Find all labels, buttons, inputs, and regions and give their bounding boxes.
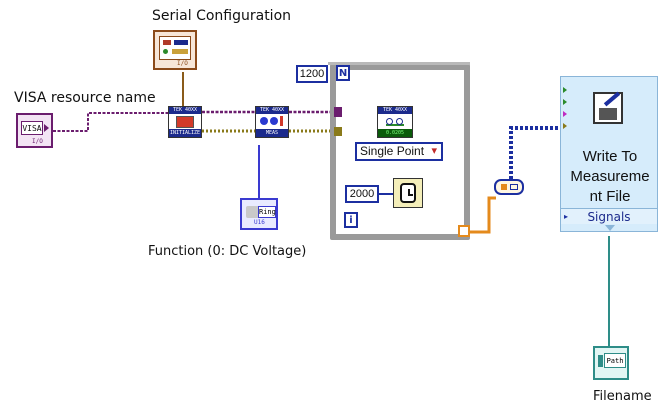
probe-icon	[260, 117, 268, 125]
wait-ms-wire	[379, 193, 393, 195]
watch-icon	[400, 183, 416, 203]
tek40xx-read-vi[interactable]: TEK 40XX 0.0205	[377, 106, 413, 138]
instrument-icon	[176, 116, 194, 128]
express-vi-title-line-1: Write To	[582, 148, 638, 165]
visa-tunnel	[334, 107, 342, 117]
express-vi-title-line-3: nt File	[589, 188, 631, 205]
ring-arrows-icon	[246, 206, 260, 218]
read-header: TEK 40XX	[378, 107, 412, 114]
visa-resource-wire	[53, 112, 168, 132]
ring-text: Ring	[258, 206, 276, 218]
loop-count-terminal: N	[336, 65, 350, 81]
cluster-frame	[159, 36, 191, 60]
wait-ms-constant[interactable]: 2000	[345, 185, 379, 203]
visa-constant-text: VISA	[21, 121, 43, 135]
visa-resource-constant[interactable]: VISA I/O	[16, 113, 53, 148]
function-ring-constant[interactable]: Ring U16	[240, 198, 278, 230]
visa-io-tag: I/O	[32, 138, 43, 145]
init-footer: INITIALIZE	[169, 129, 201, 137]
loop-count-constant[interactable]: 1200	[296, 65, 328, 83]
for-loop-shadow-edge	[328, 62, 470, 65]
tek40xx-initialize-vi[interactable]: TEK 40XX INITIALIZE	[168, 106, 202, 138]
wait-ms-function[interactable]	[393, 178, 423, 208]
iteration-terminal: i	[344, 212, 358, 228]
filename-label: Filename	[593, 389, 652, 404]
meas-header: TEK 40XX	[256, 107, 288, 114]
visa-resource-name-label: VISA resource name	[14, 90, 156, 106]
convert-to-dynamic-data[interactable]	[494, 179, 524, 195]
reading-array-wire	[470, 196, 496, 234]
init-header: TEK 40XX	[169, 107, 201, 114]
signals-terminal[interactable]: ▸ Signals	[561, 208, 657, 224]
serial-io-tag: I/O	[177, 60, 188, 67]
error-tunnel	[334, 127, 342, 136]
signals-terminal-label: Signals	[587, 210, 631, 224]
glasses-icon	[386, 116, 404, 126]
path-browse-icon	[598, 355, 603, 367]
tek40xx-measure-config-vi[interactable]: TEK 40XX MEAS	[255, 106, 289, 138]
filename-path-constant[interactable]: Path	[593, 346, 629, 380]
write-file-icon	[593, 91, 623, 124]
express-vi-title-line-2: Measureme	[570, 168, 650, 185]
meas-footer: MEAS	[256, 129, 288, 137]
function-label: Function (0: DC Voltage)	[148, 244, 307, 259]
serial-configuration-constant[interactable]: I/O	[153, 30, 197, 70]
read-footer: 0.0205	[378, 129, 412, 137]
ring-type-tag: U16	[254, 219, 265, 226]
chevron-down-icon: ▾	[431, 145, 437, 157]
expand-arrow-icon	[605, 225, 615, 231]
express-vi-title: Write To Measureme nt File	[561, 147, 659, 207]
read-mode-selector[interactable]: Single Point ▾	[355, 142, 443, 161]
dynamic-data-wire	[509, 126, 560, 179]
path-text: Path	[604, 353, 626, 368]
serial-configuration-label: Serial Configuration	[152, 8, 292, 24]
write-to-measurement-file-express-vi[interactable]: Write To Measureme nt File ▸ Signals	[560, 76, 658, 232]
read-mode-value: Single Point	[360, 144, 425, 158]
autoindex-output-tunnel	[458, 225, 470, 237]
dropdown-arrow-icon	[44, 124, 49, 132]
